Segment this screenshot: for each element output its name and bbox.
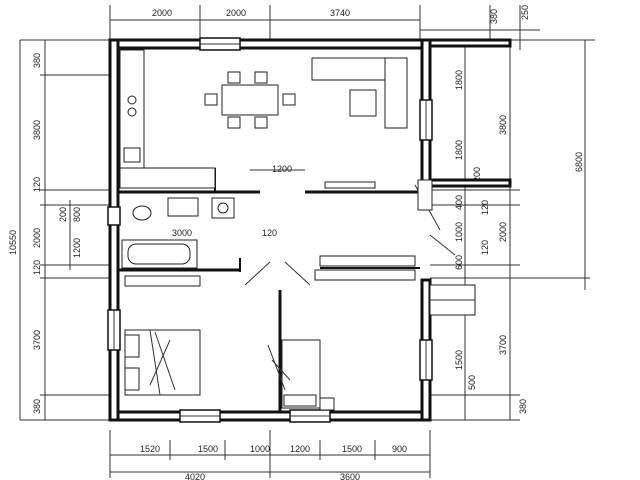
- top-right-dim-2: 250: [520, 5, 530, 20]
- kitchen-counter: [119, 49, 216, 189]
- inner-dim-1: 1200: [272, 164, 292, 174]
- inner-dim-2: 3000: [172, 228, 192, 238]
- right-mid-dim-4: 120: [480, 240, 490, 255]
- left-dim-2: 3800: [32, 120, 42, 140]
- top-dimension-lines: [109, 5, 540, 50]
- wardrobes: [124, 181, 416, 287]
- left-dim-5: 120: [32, 260, 42, 275]
- right-mid-dim-3: 2000: [498, 222, 508, 242]
- inner-dim-3: 120: [262, 228, 277, 238]
- right-upper-dim-7: 1500: [454, 350, 464, 370]
- left-inner-dim-3: 1200: [72, 238, 82, 258]
- left-inner-dim-1: 200: [58, 207, 68, 222]
- entry-steps: [417, 179, 476, 316]
- right-upper-dim-2: 1800: [454, 140, 464, 160]
- bottom-dim-2: 1500: [198, 444, 218, 454]
- windows: [107, 37, 433, 423]
- right-upper-dim-4: 400: [454, 195, 464, 210]
- bottom-total-1: 4020: [185, 472, 205, 480]
- right-upper-dim-5: 1000: [454, 222, 464, 242]
- right-upper-dim-6: 600: [454, 255, 464, 270]
- dining-table: [204, 71, 296, 129]
- right-mid-dim-2: 120: [480, 200, 490, 215]
- bottom-dim-4: 1200: [290, 444, 310, 454]
- right-upper-dim-8: 500: [467, 375, 477, 390]
- top-dim-3: 3740: [330, 8, 350, 18]
- bottom-dim-1: 1520: [140, 444, 160, 454]
- right-mid-dim-1: 3800: [498, 115, 508, 135]
- left-dim-1: 380: [32, 53, 42, 68]
- left-dim-4: 2000: [32, 228, 42, 248]
- bottom-total-2: 3600: [340, 472, 360, 480]
- right-mid-dim-5: 3700: [498, 335, 508, 355]
- top-dim-2: 2000: [226, 8, 246, 18]
- left-inner-dim-2: 800: [72, 207, 82, 222]
- right-total-dim: 6800: [574, 152, 584, 172]
- right-upper-dim-9: 380: [518, 399, 528, 414]
- bottom-dim-5: 1500: [342, 444, 362, 454]
- right-upper-dim-3: 200: [472, 167, 482, 182]
- bottom-dim-3: 1000: [250, 444, 270, 454]
- double-bed: [124, 329, 201, 396]
- sofa: [311, 57, 408, 129]
- left-dimension-lines: [19, 39, 110, 421]
- bathroom-fixtures: [121, 197, 235, 269]
- left-total-dim: 10550: [8, 230, 18, 255]
- right-upper-dim-1: 1800: [454, 70, 464, 90]
- bottom-dim-6: 900: [392, 444, 407, 454]
- left-dim-7: 380: [32, 399, 42, 414]
- left-dim-3: 120: [32, 177, 42, 192]
- right-dimension-lines: [430, 39, 595, 421]
- top-dim-1: 2000: [152, 8, 172, 18]
- left-dim-6: 3700: [32, 330, 42, 350]
- single-bed: [267, 339, 335, 411]
- bottom-dimension-lines: [109, 430, 431, 478]
- top-right-dim-1: 380: [489, 9, 499, 24]
